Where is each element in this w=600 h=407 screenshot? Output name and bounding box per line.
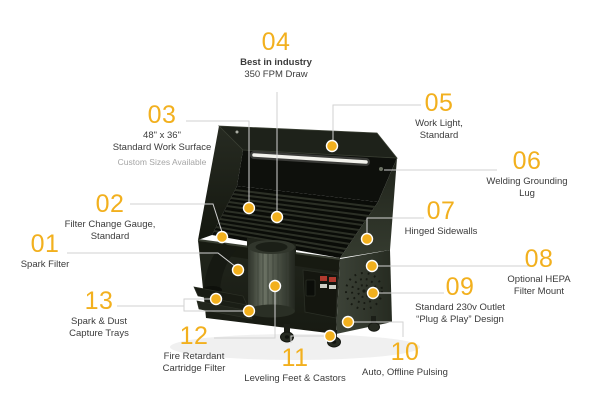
spark-trap-duct [204,243,236,291]
callout-12-label: Fire Retardant Cartridge Filter [162,351,226,374]
leader-line-01 [67,252,237,268]
hinged-sidewall [340,158,397,258]
indicator-label-1 [320,284,327,288]
callout-11: 11 Leveling Feet & Castors [244,346,345,385]
callout-13: 13 Spark & Dust Capture Trays [69,289,129,339]
ground-shadow [170,334,420,360]
callout-dot-11 [323,329,337,343]
leader-lines [67,92,534,343]
callout-dot-03 [242,201,256,215]
callout-dot-05 [325,139,339,153]
callout-11-number: 11 [281,344,309,372]
callout-dot-04 [270,210,284,224]
power-switch [305,279,316,297]
callout-02-number: 02 [95,190,125,218]
indicator-red-2 [329,277,336,282]
leader-line-13b [183,306,243,312]
callout-06: 06 Welding Grounding Lug [486,149,567,199]
callout-13-number: 13 [84,287,114,315]
callout-dot-08 [365,259,379,273]
callout-01: 01 Spark Filter [21,232,70,271]
callout-09-label: Standard 230v Outlet “Plug & Play” Desig… [415,302,505,325]
callout-07-number: 07 [426,197,456,225]
callout-09-number: 09 [445,273,475,301]
callout-04-number: 04 [261,28,291,56]
callout-dot-07 [360,232,374,246]
callout-dot-01 [231,263,245,277]
callout-04: 04 Best in industry 350 FPM Draw [240,30,312,80]
callout-08: 08 Optional HEPA Filter Mount [507,247,570,297]
indicator-red-1 [320,276,327,281]
callout-08-number: 08 [524,245,554,273]
callout-03-note: Custom Sizes Available [117,157,207,167]
leader-line-07 [366,217,424,234]
capture-tray-lower [196,300,253,320]
callout-02-label: Filter Change Gauge, Standard [64,219,156,242]
callout-01-label: Spark Filter [20,259,70,270]
callout-02: 02 Filter Change Gauge, Standard [65,192,156,242]
leader-line-03 [186,120,250,203]
callout-10-label: Auto, Offline Pulsing [362,367,448,378]
callout-dot-09 [366,286,380,300]
callout-13-label: Spark & Dust Capture Trays [69,316,129,339]
work-light-bar [252,153,368,164]
callout-dot-13a [209,292,223,306]
callout-dot-12 [268,279,282,293]
filter-pleats [252,248,289,311]
callout-dot-10 [341,315,355,329]
callout-05: 05 Work Light, Standard [415,91,463,141]
callout-03: 03 48" x 36" Standard Work Surface Custo… [112,101,212,168]
filter-top-inner [255,242,288,252]
callout-03-number: 03 [147,101,177,129]
callout-05-number: 05 [424,89,454,117]
callout-06-number: 06 [512,147,542,175]
callout-04-label: Best in industry 350 FPM Draw [240,57,312,80]
leader-line-02 [130,203,223,233]
indicator-label-2 [329,285,336,289]
callout-05-label: Work Light, Standard [415,118,463,141]
leader-line-11 [290,335,325,343]
leader-line-10 [354,321,404,337]
hood-left-wall [198,126,243,240]
callout-dot-02 [215,230,229,244]
cartridge-filter [248,247,295,311]
callout-12-number: 12 [179,322,209,350]
leader-line-05 [332,104,421,141]
callout-dots [209,139,380,343]
callout-06-label: Welding Grounding Lug [486,176,568,199]
callout-11-label: Leveling Feet & Castors [244,373,346,384]
leader-line-12 [214,292,276,339]
callout-12: 12 Fire Retardant Cartridge Filter [163,324,226,374]
callout-10: 10 Auto, Offline Pulsing [362,340,448,379]
callout-09: 09 Standard 230v Outlet “Plug & Play” De… [415,275,505,325]
callout-07-label: Hinged Sidewalls [404,226,478,237]
hood-logo-light [235,130,239,134]
filter-bottom [248,304,295,318]
grounding-lug [379,167,383,171]
callout-01-number: 01 [30,230,60,258]
callout-08-label: Optional HEPA Filter Mount [507,274,571,297]
callout-dot-13b [242,304,256,318]
callout-03-label: 48" x 36" Standard Work Surface [112,130,212,153]
callout-07: 07 Hinged Sidewalls [405,199,478,238]
leader-line-13a [117,298,210,307]
callout-10-number: 10 [390,338,420,366]
